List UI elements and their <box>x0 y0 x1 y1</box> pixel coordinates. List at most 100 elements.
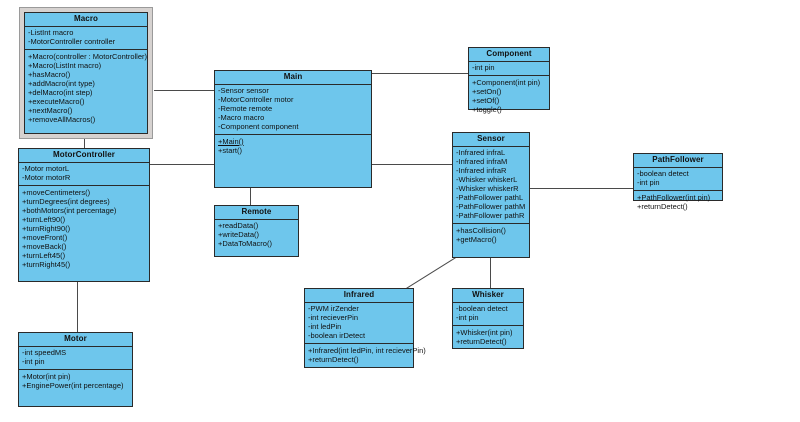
attribute: -PWM irZender <box>308 304 359 314</box>
operation: +Component(int pin) <box>472 77 541 87</box>
class-name-pathfollower: PathFollower <box>634 154 722 168</box>
attributes-compartment-motor: -int speedMS -int pin <box>19 347 132 371</box>
operations-compartment-sensor: +hasCollision() +getMacro() <box>453 224 529 247</box>
operation: +turnLeft90() <box>22 214 66 224</box>
connector-main-sensor[interactable] <box>372 164 452 165</box>
attribute: -int speedMS <box>22 348 67 358</box>
attribute: -Remote remote <box>218 104 273 114</box>
uml-class-pathfollower[interactable]: PathFollower -boolean detect -int pin +P… <box>633 153 723 210</box>
operations-compartment-motorcontroller: +moveCentimeters() +turnDegrees(int degr… <box>19 186 149 272</box>
connector-main-component[interactable] <box>372 73 468 74</box>
operations-compartment-remote: +readData() +writeData() +DataToMacro() <box>215 220 298 252</box>
uml-class-motor[interactable]: Motor -int speedMS -int pin +Motor(int p… <box>18 332 133 407</box>
operations-compartment-component: +Component(int pin) +setOn() +setOf() +t… <box>469 76 549 117</box>
attributes-compartment-macro: -ListInt macro -MotorController controll… <box>25 27 147 51</box>
attribute: -Infrared infraL <box>456 148 506 158</box>
attribute: -Infrared infraR <box>456 166 507 176</box>
operation: +delMacro(int step) <box>28 87 93 97</box>
attribute: -int ledPin <box>308 322 342 332</box>
uml-class-sensor[interactable]: Sensor -Infrared infraL -Infrared infraM… <box>452 132 530 258</box>
attributes-compartment-pathfollower: -boolean detect -int pin <box>634 168 722 192</box>
operation: +hasMacro() <box>28 69 71 79</box>
uml-class-whisker[interactable]: Whisker -boolean detect -int pin +Whiske… <box>452 288 524 349</box>
attribute: -Component component <box>218 122 299 132</box>
uml-class-remote[interactable]: Remote +readData() +writeData() +DataToM… <box>214 205 299 257</box>
operation: +addMacro(int type) <box>28 78 95 88</box>
uml-class-component[interactable]: Component -int pin +Component(int pin) +… <box>468 47 550 113</box>
attributes-compartment-component: -int pin <box>469 62 549 77</box>
operations-compartment-macro: +Macro(controller : MotorController) +Ma… <box>25 50 147 127</box>
attribute: -Whisker whiskerL <box>456 175 518 185</box>
operation-static: +Main() <box>218 136 244 146</box>
operation: +moveBack() <box>22 241 67 251</box>
attribute: -PathFollower pathL <box>456 193 524 203</box>
class-name-motor: Motor <box>19 333 132 347</box>
operations-compartment-motor: +Motor(int pin) +EnginePower(int percent… <box>19 370 132 393</box>
connector-sensor-whisker[interactable] <box>490 258 491 288</box>
operation: +getMacro() <box>456 234 497 244</box>
class-name-whisker: Whisker <box>453 289 523 303</box>
operation: +Macro(ListInt macro) <box>28 60 102 70</box>
operation: +Motor(int pin) <box>22 371 71 381</box>
class-name-component: Component <box>469 48 549 62</box>
operation: +start() <box>218 145 242 155</box>
operation: +EnginePower(int percentage) <box>22 380 124 390</box>
attribute: -boolean detect <box>637 169 689 179</box>
attribute: -int pin <box>472 63 495 73</box>
attribute: -Whisker whiskerR <box>456 184 519 194</box>
operation: +nextMacro() <box>28 105 73 115</box>
class-name-macro: Macro <box>25 13 147 27</box>
attribute: -boolean irDetect <box>308 331 366 341</box>
operation: +writeData() <box>218 230 260 240</box>
connector-macro-motorcontroller[interactable] <box>84 136 85 148</box>
operation: +readData() <box>218 221 259 231</box>
attribute: -boolean detect <box>456 304 508 314</box>
class-name-sensor: Sensor <box>453 133 529 147</box>
attribute: -Macro macro <box>218 113 265 123</box>
attribute: -int pin <box>637 178 660 188</box>
connector-motorcontroller-main[interactable] <box>150 164 214 165</box>
operation: +toggle() <box>472 104 502 114</box>
uml-class-macro[interactable]: Macro -ListInt macro -MotorController co… <box>24 12 148 134</box>
attribute: -Motor motorR <box>22 173 71 183</box>
uml-class-motorcontroller[interactable]: MotorController -Motor motorL -Motor mot… <box>18 148 150 282</box>
attribute: -MotorController motor <box>218 95 294 105</box>
attribute: -MotorController controller <box>28 37 116 47</box>
connector-main-remote[interactable] <box>250 188 251 205</box>
connector-motorcontroller-motor[interactable] <box>77 282 78 332</box>
operation: +turnLeft45() <box>22 250 66 260</box>
operations-compartment-whisker: +Whisker(int pin) +returnDetect() <box>453 326 523 349</box>
operation: +returnDetect() <box>637 201 688 211</box>
operation: +returnDetect() <box>456 336 507 346</box>
operation: +setOf() <box>472 95 500 105</box>
operation: +Whisker(int pin) <box>456 327 513 337</box>
operation: +PathFollower(int pin) <box>637 192 711 202</box>
uml-class-infrared[interactable]: Infrared -PWM irZender -int recieverPin … <box>304 288 426 368</box>
attributes-compartment-sensor: -Infrared infraL -Infrared infraM -Infra… <box>453 147 529 225</box>
attributes-compartment-whisker: -boolean detect -int pin <box>453 303 523 327</box>
attribute: -ListInt macro <box>28 28 74 38</box>
uml-class-main[interactable]: Main -Sensor sensor -MotorController mot… <box>214 70 372 188</box>
connector-sensor-pathfollower[interactable] <box>530 188 633 189</box>
attribute: -PathFollower pathM <box>456 202 526 212</box>
operation: +moveCentimeters() <box>22 187 91 197</box>
attributes-compartment-motorcontroller: -Motor motorL -Motor motorR <box>19 163 149 187</box>
attributes-compartment-infrared: -PWM irZender -int recieverPin -int ledP… <box>305 303 413 345</box>
attribute: -PathFollower pathR <box>456 211 525 221</box>
operation: +turnRight90() <box>22 223 71 233</box>
attribute: -Sensor sensor <box>218 86 269 96</box>
operations-compartment-pathfollower: +PathFollower(int pin) +returnDetect() <box>634 191 722 214</box>
operation: +bothMotors(int percentage) <box>22 205 117 215</box>
attribute: -int pin <box>456 313 479 323</box>
operations-compartment-infrared: +Infrared(int ledPin, int recieverPin) +… <box>305 344 426 367</box>
attribute: -int recieverPin <box>308 313 359 323</box>
attributes-compartment-main: -Sensor sensor -MotorController motor -R… <box>215 85 371 136</box>
connector-macro-main[interactable] <box>154 90 214 91</box>
class-name-main: Main <box>215 71 371 85</box>
operation: +DataToMacro() <box>218 239 272 249</box>
class-name-remote: Remote <box>215 206 298 220</box>
attribute: -int pin <box>22 357 45 367</box>
operation: +Macro(controller : MotorController) <box>28 51 147 61</box>
operation: +turnDegrees(int degrees) <box>22 196 110 206</box>
